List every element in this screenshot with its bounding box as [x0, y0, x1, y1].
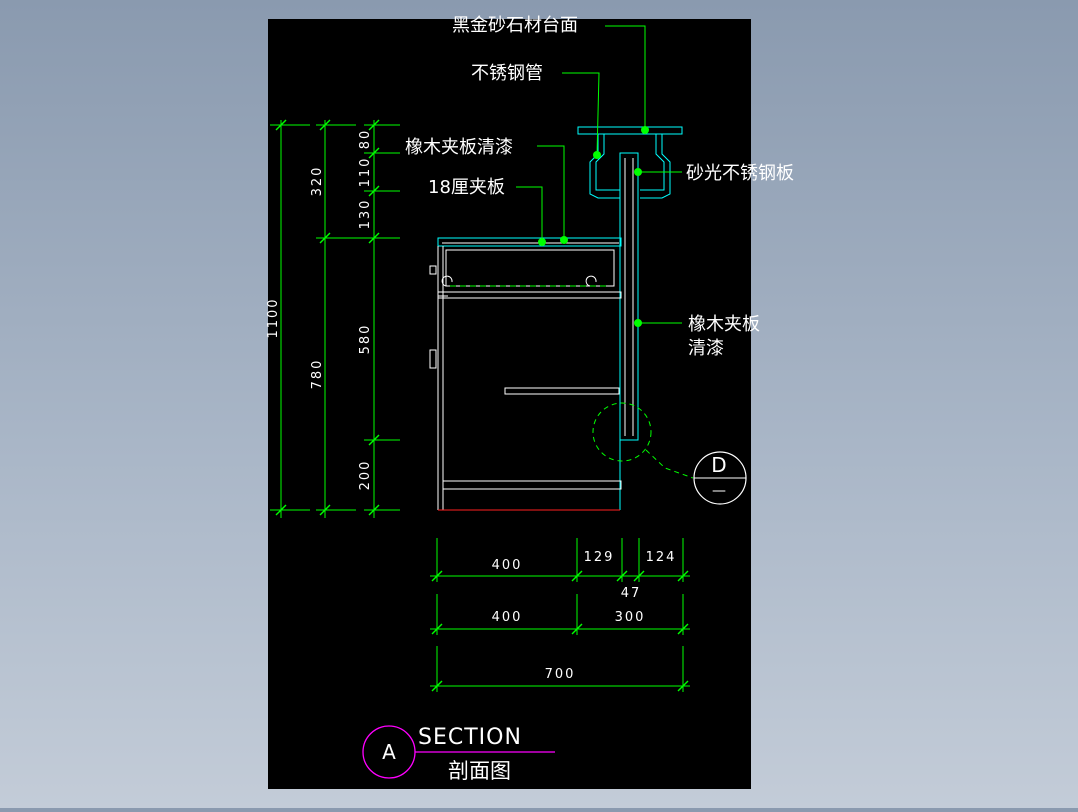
vertical-dimension-labels: 1100 320 780 80 110 130 580 200 — [266, 129, 373, 491]
detail-marker-letter: D — [711, 453, 726, 477]
vertical-dimensions — [270, 119, 400, 518]
dim-400-a: 400 — [492, 558, 523, 573]
dim-200: 200 — [358, 460, 373, 491]
dim-1100: 1100 — [266, 297, 281, 338]
detail-marker-sub: — — [712, 483, 726, 499]
label-oak-plywood-top: 橡木夹板清漆 — [405, 137, 513, 158]
leader-lines — [516, 25, 682, 324]
leader-dots — [538, 126, 649, 327]
label-oak-plywood-side-2: 清漆 — [688, 338, 724, 359]
dim-47: 47 — [621, 586, 642, 601]
dim-124: 124 — [646, 550, 677, 565]
dim-700: 700 — [545, 667, 576, 682]
section-title-en: SECTION — [418, 725, 522, 750]
dim-320: 320 — [310, 166, 325, 197]
horizontal-dimensions — [430, 538, 690, 692]
section-title-cn: 剖面图 — [448, 759, 511, 783]
label-oak-plywood-side-1: 橡木夹板 — [688, 314, 760, 335]
dim-300: 300 — [615, 610, 646, 625]
section-title-block: A SECTION 剖面图 — [362, 725, 555, 783]
label-brushed-steel: 砂光不锈钢板 — [686, 163, 794, 184]
section-marker-letter: A — [382, 740, 396, 764]
stone-countertop — [577, 126, 683, 135]
label-steel-tube: 不锈钢管 — [471, 63, 543, 84]
dim-780: 780 — [310, 359, 325, 390]
dim-400-b: 400 — [492, 610, 523, 625]
dim-80: 80 — [358, 129, 373, 150]
drawing-sheet — [268, 19, 751, 789]
annotation-labels: 黑金砂石材台面 不锈钢管 橡木夹板清漆 18厘夹板 砂光不锈钢板 橡木夹板 清漆 — [405, 15, 794, 359]
horizontal-dimension-labels: 400 129 124 47 400 300 700 — [492, 550, 677, 682]
label-countertop: 黑金砂石材台面 — [452, 15, 578, 36]
dim-130: 130 — [358, 199, 373, 230]
dim-580: 580 — [358, 324, 373, 355]
detail-callout-circle — [592, 402, 652, 462]
cabinet-section — [429, 126, 694, 511]
dim-110: 110 — [358, 157, 373, 188]
detail-marker-d: D — — [693, 451, 747, 505]
dim-129: 129 — [584, 550, 615, 565]
label-plywood-18: 18厘夹板 — [428, 177, 505, 198]
